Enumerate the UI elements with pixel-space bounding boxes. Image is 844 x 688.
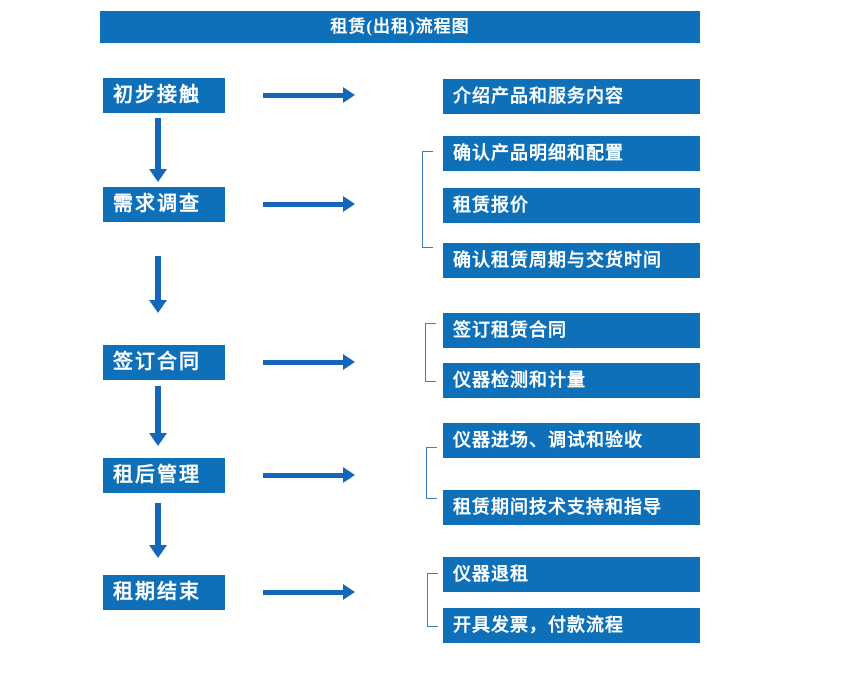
- detail-box-tech-support: 租赁期间技术支持和指导: [443, 490, 700, 525]
- arrow-shaft: [155, 118, 161, 169]
- arrow-shaft: [263, 92, 343, 98]
- arrow-down-icon: [149, 118, 167, 182]
- arrow-down-icon: [149, 503, 167, 558]
- arrow-shaft: [263, 589, 343, 595]
- step-box-post-rental: 租后管理: [103, 458, 225, 493]
- arrow-right-icon: [263, 196, 355, 212]
- arrow-head: [149, 300, 167, 313]
- arrow-shaft: [155, 386, 161, 433]
- group-bracket: [427, 573, 438, 627]
- step-box-initial-contact: 初步接触: [103, 78, 225, 113]
- detail-box-sign-rental-contract: 签订租赁合同: [443, 313, 700, 348]
- detail-box-instrument-entry: 仪器进场、调试和验收: [443, 423, 700, 458]
- arrow-head: [343, 87, 355, 103]
- arrow-shaft: [155, 503, 161, 545]
- arrow-head: [149, 169, 167, 182]
- arrow-right-icon: [263, 87, 355, 103]
- arrow-head: [149, 545, 167, 558]
- detail-box-instrument-return: 仪器退租: [443, 557, 700, 592]
- group-bracket: [426, 447, 437, 499]
- arrow-head: [343, 196, 355, 212]
- detail-box-instrument-testing: 仪器检测和计量: [443, 363, 700, 398]
- arrow-right-icon: [263, 584, 355, 600]
- arrow-shaft: [263, 359, 343, 365]
- detail-box-invoice-payment: 开具发票，付款流程: [443, 608, 700, 643]
- arrow-head: [343, 354, 355, 370]
- detail-box-rental-quote: 租赁报价: [443, 188, 700, 223]
- step-box-sign-contract: 签订合同: [103, 345, 225, 380]
- detail-box-confirm-product-spec: 确认产品明细和配置: [443, 136, 700, 171]
- arrow-shaft: [263, 201, 343, 207]
- arrow-head: [343, 467, 355, 483]
- arrow-right-icon: [263, 354, 355, 370]
- group-bracket: [422, 151, 433, 248]
- detail-box-introduce-products: 介绍产品和服务内容: [443, 79, 700, 114]
- flowchart-title: 租赁(出租)流程图: [100, 11, 700, 43]
- step-box-demand-survey: 需求调查: [103, 187, 225, 222]
- arrow-shaft: [155, 256, 161, 300]
- detail-box-confirm-period: 确认租赁周期与交货时间: [443, 243, 700, 278]
- arrow-down-icon: [149, 386, 167, 446]
- arrow-head: [149, 433, 167, 446]
- step-box-rental-end: 租期结束: [103, 575, 225, 610]
- arrow-shaft: [263, 472, 343, 478]
- arrow-head: [343, 584, 355, 600]
- arrow-right-icon: [263, 467, 355, 483]
- arrow-down-icon: [149, 256, 167, 313]
- group-bracket: [425, 323, 436, 382]
